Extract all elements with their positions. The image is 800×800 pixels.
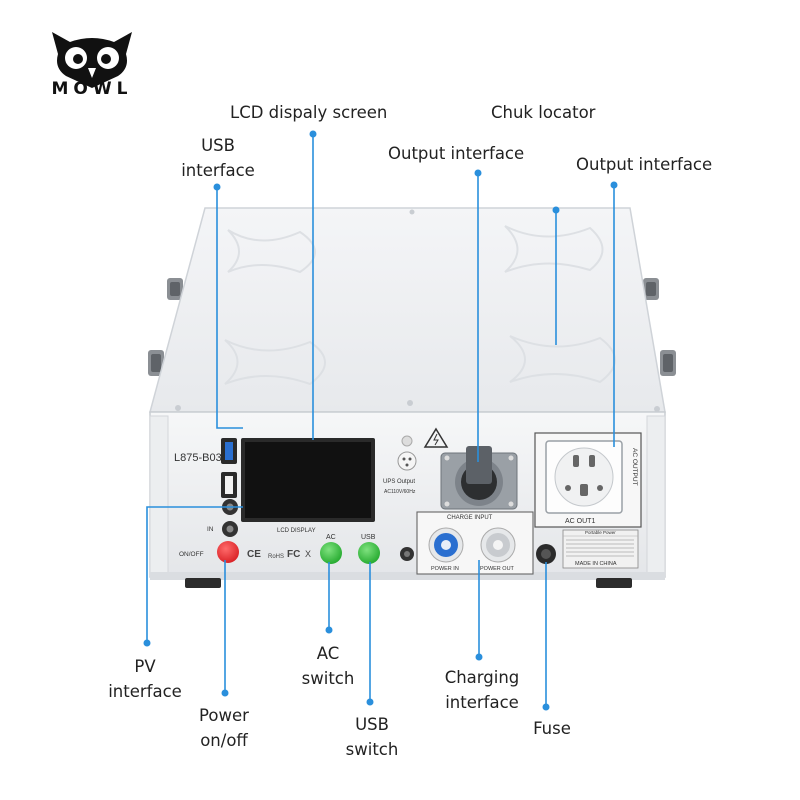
- ups-output-port: [397, 435, 417, 471]
- usb-button-label: USB: [361, 534, 376, 541]
- callout-lines: [143, 130, 618, 711]
- pv-jacks: [222, 499, 238, 537]
- charge-panel-label: CHARGE INPUT: [447, 515, 493, 521]
- svg-text:X: X: [305, 549, 311, 559]
- device-feet: [185, 578, 632, 588]
- callout-output-interface-2: Output interface: [576, 155, 713, 174]
- brand-wordmark: MOWL: [51, 79, 133, 99]
- owl-head-icon: [52, 32, 132, 88]
- fuse-holder: [536, 544, 556, 564]
- usb-switch-button[interactable]: [358, 542, 380, 564]
- svg-text:FC: FC: [287, 549, 300, 560]
- left-handle: [148, 278, 183, 376]
- ups-voltage: AC110V/60Hz: [384, 489, 416, 495]
- spec-label: [562, 529, 639, 569]
- callout-output-interface-1: Output interface: [388, 144, 525, 163]
- power-button[interactable]: [217, 541, 239, 563]
- ac-switch-button[interactable]: [320, 542, 342, 564]
- power-in-label: POWER IN: [431, 566, 459, 572]
- callout-lcd: LCD dispaly screen: [230, 103, 388, 122]
- ac-output-socket: [534, 432, 642, 528]
- usb-ports: [221, 438, 237, 498]
- charge-input-panel: [416, 511, 534, 575]
- in-label: IN: [207, 526, 214, 533]
- callout-fuse: Fuse: [533, 719, 571, 738]
- ac-output-label: AC OUTPUT: [631, 448, 638, 486]
- onoff-label: ON/OFF: [179, 551, 204, 558]
- warning-icon: [423, 427, 449, 448]
- output-connector: [440, 446, 518, 510]
- power-out-label: POWER OUT: [480, 566, 515, 572]
- ac-button-label: AC: [326, 534, 336, 541]
- model-label: L875-B03: [174, 452, 222, 464]
- indicator-knob: [400, 547, 414, 561]
- made-in-label: MADE IN CHINA: [575, 561, 617, 567]
- lcd-caption: LCD DISPLAY: [277, 528, 316, 534]
- svg-text:CE: CE: [247, 549, 261, 560]
- svg-text:RoHS: RoHS: [268, 554, 284, 560]
- right-handle: [643, 278, 676, 376]
- device-top-face: [149, 207, 666, 413]
- ac-out1-label: AC OUT1: [565, 518, 595, 525]
- spec-title: Portable Power: [585, 530, 616, 535]
- cert-marks: CE RoHS FC X: [247, 549, 311, 560]
- lcd-screen: [241, 438, 375, 522]
- callout-chuk-locator: Chuk locator: [491, 103, 596, 122]
- ups-label: UPS Output: [383, 479, 415, 485]
